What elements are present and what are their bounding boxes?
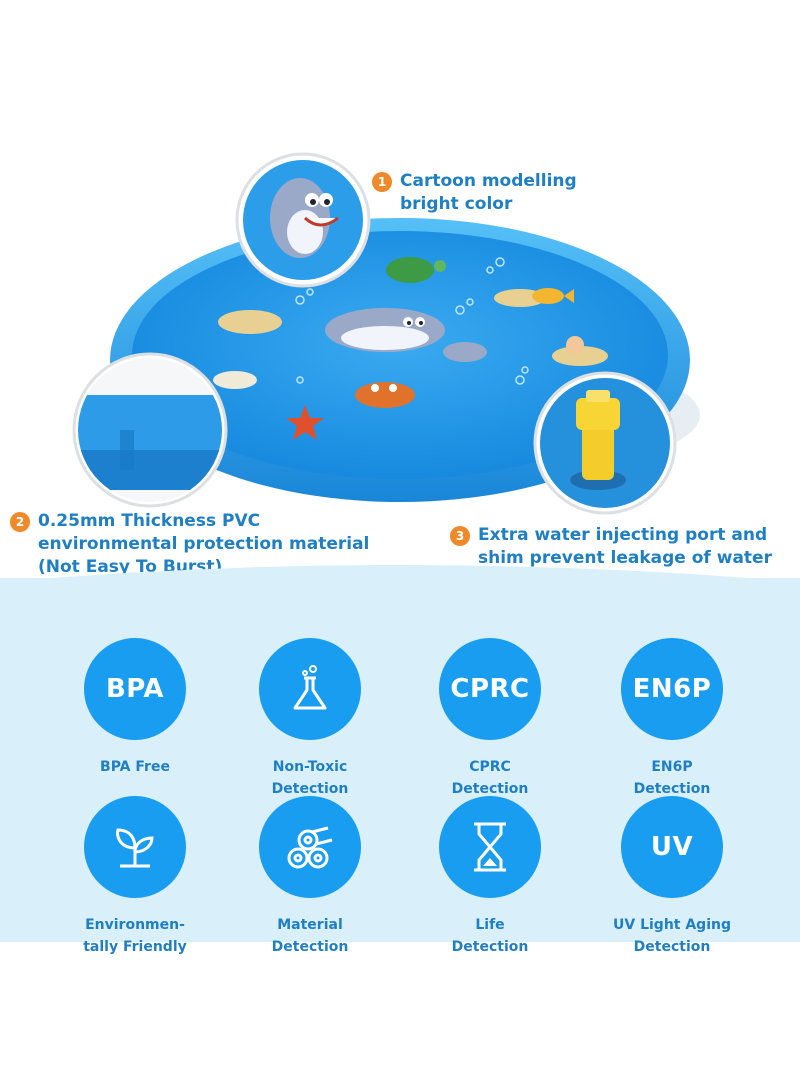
cert-label-line: UV Light Aging (613, 917, 731, 933)
feature-line: 0.25mm Thickness PVC (38, 511, 261, 531)
cert-label-line: CPRC (469, 759, 511, 775)
feature-number-badge: 1 (372, 172, 392, 192)
cert-life: Life Detection (400, 796, 580, 958)
shell-icon (213, 371, 257, 389)
en6p-badge: EN6P (621, 638, 723, 740)
feature-line: Extra water injecting port and (478, 525, 768, 545)
cert-bpa-free: BPA BPA Free (45, 638, 225, 778)
sand-rock-icon (218, 310, 282, 334)
cert-label: UV Light Aging Detection (582, 914, 762, 958)
starfish-icon (286, 405, 324, 440)
turtle-icon (386, 257, 434, 283)
feature-line: environmental protection material (38, 534, 370, 554)
edge-zoom-inset (72, 352, 228, 508)
cert-label: Environmen- tally Friendly (45, 914, 225, 958)
cert-material: Material Detection (220, 796, 400, 958)
cert-label: Life Detection (400, 914, 580, 958)
cert-label-line: Detection (451, 781, 529, 797)
cert-label: EN6P Detection (582, 756, 762, 800)
snail-icon (566, 336, 584, 354)
product-hero: 1 Cartoon modelling bright color 2 0.25m… (10, 152, 772, 577)
material-rolls-icon (287, 826, 333, 869)
cert-label-line: BPA Free (100, 759, 170, 775)
hourglass-badge (439, 796, 541, 898)
cert-en6p: EN6P EN6P Detection (582, 638, 762, 800)
flask-icon (293, 665, 327, 710)
feature-water-port: 3 Extra water injecting port and shim pr… (450, 524, 772, 570)
cert-label-line: Detection (451, 939, 529, 955)
cert-environment-friendly: Environmen- tally Friendly (45, 796, 225, 958)
cert-uv-aging: UV UV Light Aging Detection (582, 796, 762, 958)
splash-pad-illustration (72, 152, 700, 515)
feature-text: Extra water injecting port and shim prev… (478, 524, 772, 570)
feature-line: shim prevent leakage of water (478, 548, 772, 568)
bpa-badge: BPA (84, 638, 186, 740)
cert-label-line: Detection (633, 939, 711, 955)
cert-label-line: Detection (271, 939, 349, 955)
bubbles-icon (295, 257, 529, 385)
feature-number-badge: 3 (450, 526, 470, 546)
sprout-icon (116, 828, 154, 868)
cert-cprc: CPRC CPRC Detection (400, 638, 580, 800)
sand-rock-icon (552, 346, 608, 366)
cert-label-line: tally Friendly (83, 939, 187, 955)
material-badge (259, 796, 361, 898)
fish-icon (532, 288, 574, 304)
uv-badge: UV (621, 796, 723, 898)
cert-label: Material Detection (220, 914, 400, 958)
cert-label-line: EN6P (651, 759, 693, 775)
cert-label: Non-Toxic Detection (220, 756, 400, 800)
port-zoom-inset (533, 371, 677, 515)
cert-non-toxic: Non-Toxic Detection (220, 638, 400, 800)
cert-label-line: Non-Toxic (272, 759, 348, 775)
cert-label-line: Detection (633, 781, 711, 797)
dolphin-icon (325, 308, 445, 352)
feature-line: bright color (400, 194, 513, 214)
seal-icon (443, 342, 487, 362)
cert-label: CPRC Detection (400, 756, 580, 800)
sprout-badge (84, 796, 186, 898)
cert-label-line: Life (475, 917, 505, 933)
cprc-badge: CPRC (439, 638, 541, 740)
certifications-panel: BPA BPA Free Non-Toxic Detection CPRC CP… (0, 578, 800, 955)
crab-icon (355, 382, 415, 408)
cert-label-line: Detection (271, 781, 349, 797)
cert-label: BPA Free (45, 756, 225, 778)
flask-badge (259, 638, 361, 740)
feature-line: Cartoon modelling (400, 171, 577, 191)
feature-text: Cartoon modelling bright color (400, 170, 577, 216)
cert-label-line: Environmen- (85, 917, 185, 933)
dolphin-zoom-inset (235, 152, 371, 288)
feature-cartoon-design: 1 Cartoon modelling bright color (372, 170, 577, 216)
hourglass-icon (474, 822, 506, 872)
cert-label-line: Material (277, 917, 343, 933)
feature-number-badge: 2 (10, 512, 30, 532)
